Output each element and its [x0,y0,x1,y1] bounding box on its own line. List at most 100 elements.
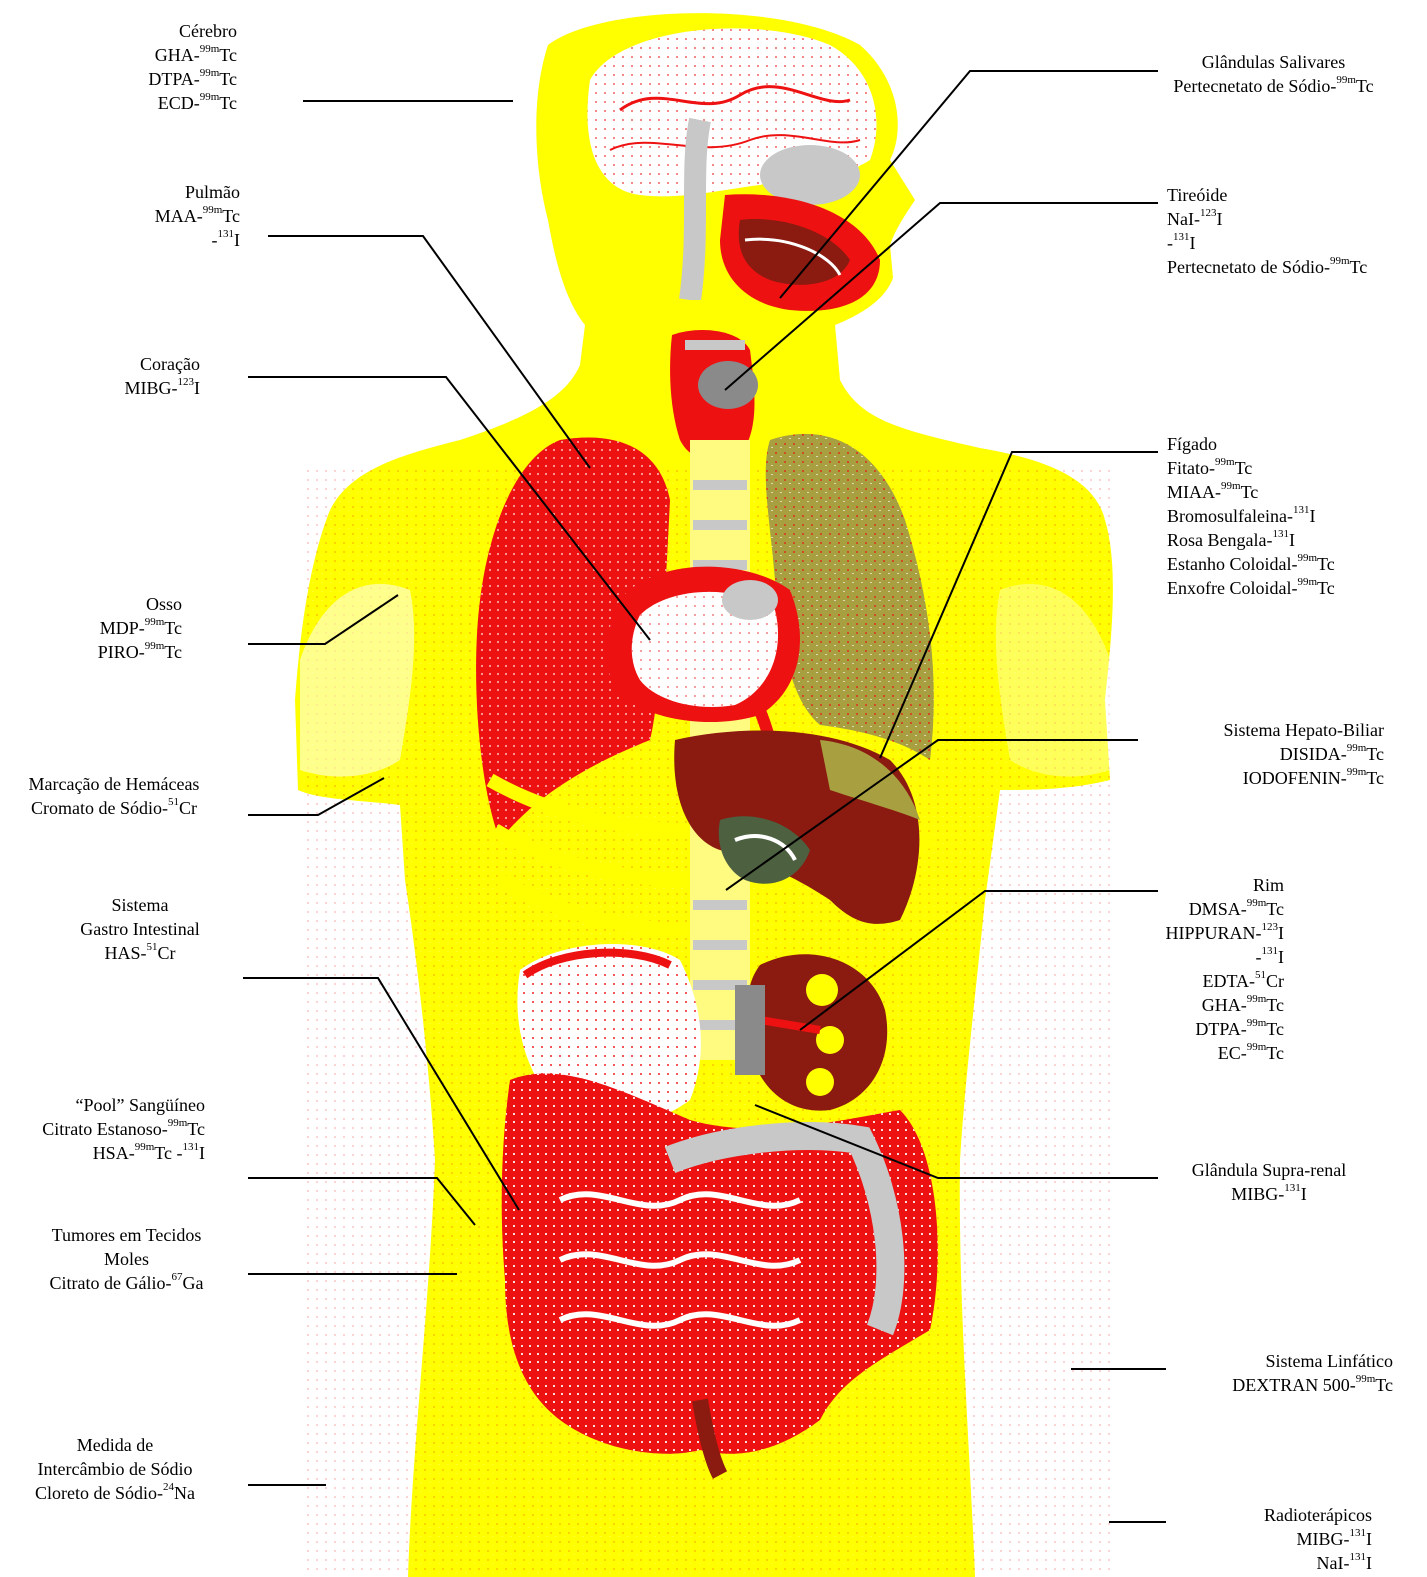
osso-line: MDP-99mTc [98,616,182,640]
isotope-mass-number: 131 [1262,945,1279,957]
pool-line: HSA-99mTc -131I [42,1141,205,1165]
tumores-line: Citrato de Gálio-67Ga [24,1271,229,1295]
isotope-mass-number: 99m [200,91,220,103]
hepato-biliar-line: IODOFENIN-99mTc [1224,766,1384,790]
isotope-mass-number: 131 [1293,504,1310,516]
radioterapicos-line: NaI-131I [1264,1551,1372,1575]
rim-line: DMSA-99mTc [1165,897,1284,921]
sodio-line: Cloreto de Sódio-24Na [8,1481,222,1505]
isotope-mass-number: 99m [168,1117,188,1129]
hepato-biliar-line: Sistema Hepato-Biliar [1224,718,1384,742]
glandulas-salivares-line: Glândulas Salivares [1167,50,1380,74]
rim-line: EC-99mTc [1165,1041,1284,1065]
coracao-line: MIBG-123I [125,376,201,400]
isotope-mass-number: 99m [145,616,165,628]
gastro-line: Gastro Intestinal [66,917,214,941]
linfatico-line: DEXTRAN 500-99mTc [1232,1373,1393,1397]
tireoide-line: -131I [1167,231,1367,255]
pool-line: “Pool” Sangüíneo [42,1093,205,1117]
isotope-mass-number: 99m [200,67,220,79]
supra-renal-line: Glândula Supra-renal [1167,1158,1371,1182]
glandulas-salivares-line: Pertecnetato de Sódio-99mTc [1167,74,1380,98]
isotope-mass-number: 99m [135,1141,155,1153]
cerebro-line: DTPA-99mTc [148,67,237,91]
tumores-line: Moles [24,1247,229,1271]
figado-line: Rosa Bengala-131I [1167,528,1335,552]
rim-line: HIPPURAN-123I [1165,921,1284,945]
isotope-mass-number: 99m [203,204,223,216]
isotope-mass-number: 99m [200,43,220,55]
isotope-mass-number: 123 [1262,921,1279,933]
isotope-mass-number: 99m [1297,576,1317,588]
hemaceas-line: Marcação de Hemáceas [8,772,220,796]
rim-line: GHA-99mTc [1165,993,1284,1017]
isotope-mass-number: 99m [1247,897,1267,909]
isotope-mass-number: 99m [1247,1041,1267,1053]
isotope-mass-number: 131 [183,1141,200,1153]
sodio-line: Medida de [8,1433,222,1457]
pulmao-line: Pulmão [155,180,240,204]
figado-line: MIAA-99mTc [1167,480,1335,504]
isotope-mass-number: 99m [1297,552,1317,564]
isotope-mass-number: 131 [1272,528,1289,540]
isotope-mass-number: 99m [1215,456,1235,468]
isotope-mass-number: 99m [1247,1017,1267,1029]
pool-line: Citrato Estanoso-99mTc [42,1117,205,1141]
isotope-mass-number: 99m [1330,255,1350,267]
isotope-mass-number: 99m [1347,766,1367,778]
isotope-mass-number: 99m [1221,480,1241,492]
label-supra-renal: Glândula Supra-renalMIBG-131I [1167,1158,1371,1206]
isotope-mass-number: 24 [163,1481,174,1493]
rim-line: EDTA-51Cr [1165,969,1284,993]
coracao-line: Coração [125,352,201,376]
hepato-biliar-line: DISIDA-99mTc [1224,742,1384,766]
isotope-mass-number: 131 [1350,1527,1367,1539]
tireoide-line: Tireóide [1167,183,1367,207]
cerebro-line: GHA-99mTc [148,43,237,67]
rim-line: Rim [1165,873,1284,897]
cerebro-line: Cérebro [148,19,237,43]
pulmao-line: -131I [155,228,240,252]
isotope-mass-number: 99m [1247,993,1267,1005]
osso-line: PIRO-99mTc [98,640,182,664]
isotope-mass-number: 99m [1336,74,1356,86]
rim-line: -131I [1165,945,1284,969]
isotope-mass-number: 99m [1347,742,1367,754]
isotope-mass-number: 51 [1255,969,1266,981]
isotope-mass-number: 99m [145,640,165,652]
isotope-mass-number: 131 [218,228,235,240]
cerebro-line: ECD-99mTc [148,91,237,115]
rim-line: DTPA-99mTc [1165,1017,1284,1041]
isotope-mass-number: 123 [1200,207,1217,219]
figado-line: Fitato-99mTc [1167,456,1335,480]
tireoide-line: Pertecnetato de Sódio-99mTc [1167,255,1367,279]
figado-line: Fígado [1167,432,1335,456]
figado-line: Estanho Coloidal-99mTc [1167,552,1335,576]
supra-renal-line: MIBG-131I [1167,1182,1371,1206]
isotope-mass-number: 131 [1350,1551,1367,1563]
radioterapicos-line: MIBG-131I [1264,1527,1372,1551]
isotope-mass-number: 51 [147,941,158,953]
gastro-line: Sistema [66,893,214,917]
hemaceas-line: Cromato de Sódio-51Cr [8,796,220,820]
figado-line: Bromosulfaleina-131I [1167,504,1335,528]
pulmao-line: MAA-99mTc [155,204,240,228]
linfatico-line: Sistema Linfático [1232,1349,1393,1373]
gastro-line: HAS-51Cr [66,941,214,965]
